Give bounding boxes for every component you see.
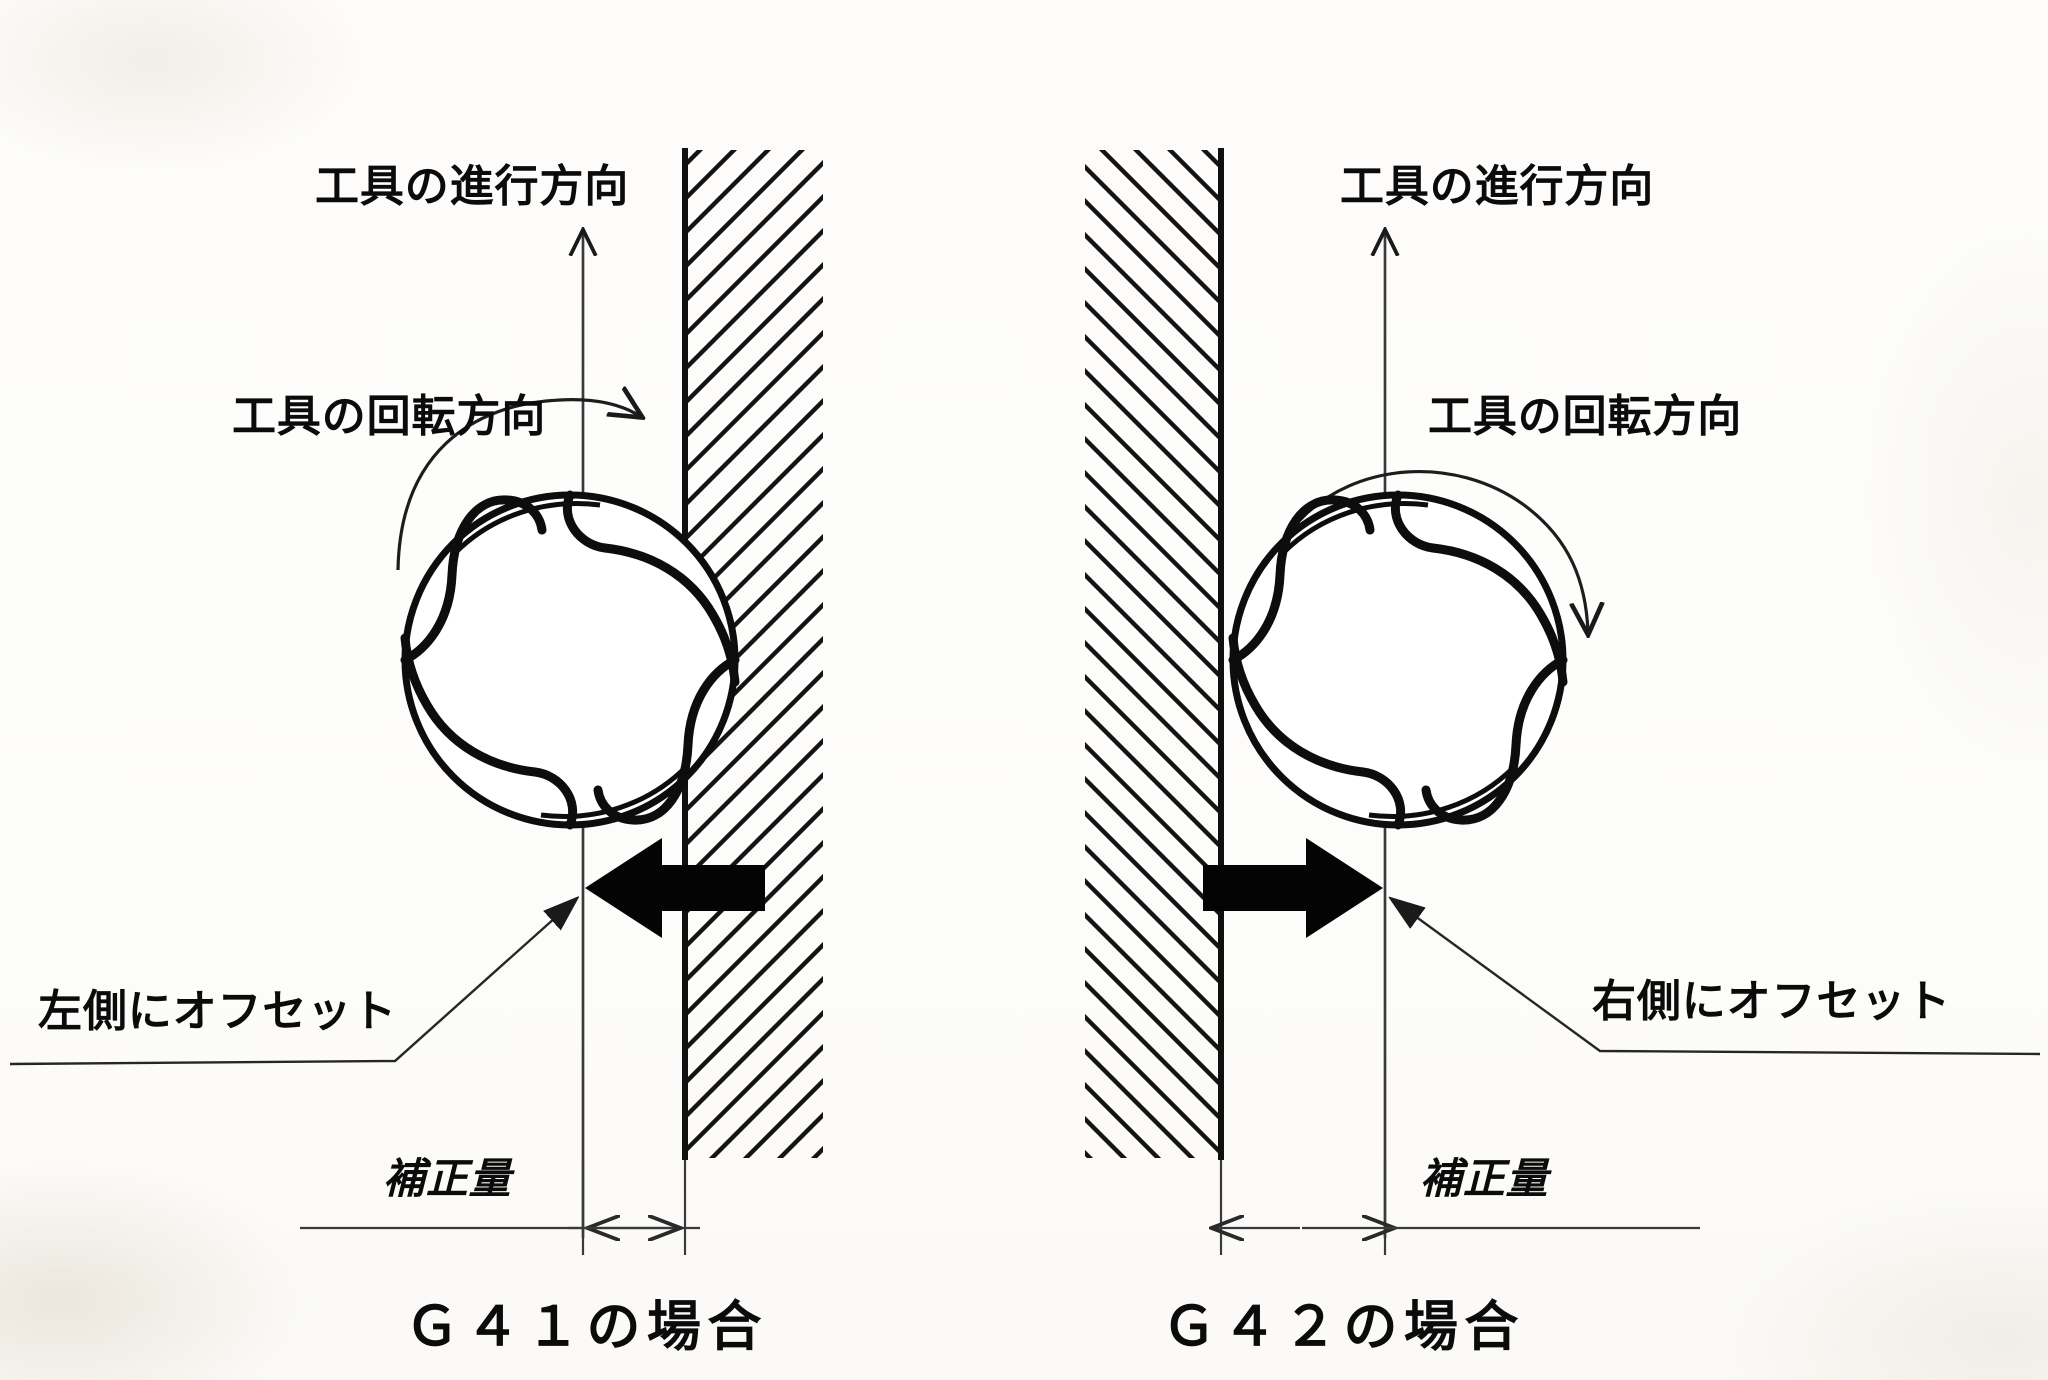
offset-arrow-g41 xyxy=(585,838,765,938)
rotation-direction-label-g42: 工具の回転方向 xyxy=(1428,391,1743,442)
offset-leader-g41 xyxy=(9,900,575,1066)
panel-caption-g41: Ｇ４１の場合 xyxy=(405,1295,768,1358)
offset-side-label-g41: 左側にオフセット xyxy=(38,986,398,1037)
end-mill-g42 xyxy=(1228,490,1568,830)
travel-direction-label-g42: 工具の進行方向 xyxy=(1340,161,1655,212)
end-mill-g41 xyxy=(400,490,740,830)
offset-leader-g42 xyxy=(1393,900,2041,1056)
compensation-amount-label-g42: 補正量 xyxy=(1420,1154,1549,1203)
dimension-g42 xyxy=(1214,1160,1700,1255)
panel-g41 xyxy=(9,148,823,1255)
rotation-arc-g42 xyxy=(1298,470,1588,632)
dimension-g41 xyxy=(300,1160,700,1255)
offset-arrow-g42 xyxy=(1203,838,1383,938)
compensation-amount-label-g41: 補正量 xyxy=(383,1154,512,1203)
rotation-arc-g41 xyxy=(396,400,640,571)
panel-caption-g42: Ｇ４２の場合 xyxy=(1162,1295,1525,1358)
workpiece-g42 xyxy=(1085,148,1224,1160)
panel-g42 xyxy=(1085,148,2041,1255)
travel-direction-label-g41: 工具の進行方向 xyxy=(315,161,630,212)
offset-side-label-g42: 右側にオフセット xyxy=(1592,976,1952,1027)
rotation-direction-label-g41: 工具の回転方向 xyxy=(232,391,547,442)
